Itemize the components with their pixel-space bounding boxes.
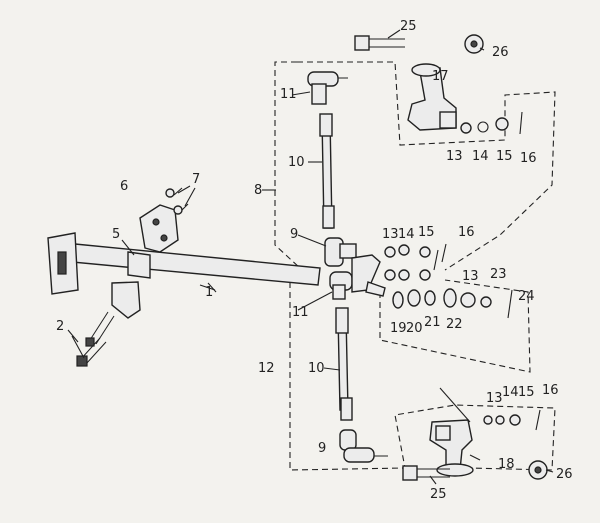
callout-11-mid: 11 bbox=[292, 305, 309, 320]
clamp-lower bbox=[111, 281, 141, 319]
callout-2: 2 bbox=[56, 319, 64, 334]
nut-lower-part-26 bbox=[528, 460, 548, 480]
callout-15-a: 15 bbox=[496, 149, 513, 164]
bolts-part-2 bbox=[76, 311, 115, 367]
pitman-arm bbox=[351, 254, 386, 297]
hardware-mid-19-22 bbox=[392, 288, 457, 309]
tie-rod-upper-part-10 bbox=[319, 113, 335, 229]
bracket-part-6 bbox=[139, 204, 179, 253]
hardware-right-13-23-24 bbox=[460, 289, 513, 319]
callout-24: 24 bbox=[518, 289, 535, 304]
knuckle-upper-part-17 bbox=[407, 63, 457, 131]
callout-10-upper: 10 bbox=[288, 155, 305, 170]
callout-11-upper: 11 bbox=[280, 87, 297, 102]
steering-shaft-part-1 bbox=[47, 232, 321, 295]
tie-rod-lower-part-10 bbox=[335, 307, 353, 421]
leader-lines bbox=[67, 29, 554, 485]
callout-1: 1 bbox=[205, 285, 213, 300]
knuckle-lower-part-18 bbox=[429, 419, 474, 477]
hardware-mid-row2 bbox=[384, 269, 431, 281]
callout-25-lower: 25 bbox=[430, 487, 447, 502]
callout-8: 8 bbox=[254, 183, 262, 198]
ball-joint-upper-part-11 bbox=[307, 71, 348, 105]
group-outline-upper bbox=[274, 61, 556, 271]
callout-20: 20 bbox=[406, 321, 423, 336]
callout-21: 21 bbox=[424, 315, 441, 330]
group-outline-lower bbox=[289, 279, 556, 471]
callout-26-upper: 26 bbox=[492, 45, 509, 60]
callout-9-upper: 9 bbox=[290, 227, 298, 242]
callout-13-d: 13 bbox=[486, 391, 503, 406]
bolt-lower-part-25 bbox=[402, 465, 450, 481]
callout-16-b: 16 bbox=[458, 225, 475, 240]
hardware-upper-13-16 bbox=[460, 111, 523, 135]
callout-23: 23 bbox=[490, 267, 507, 282]
callout-5: 5 bbox=[112, 227, 120, 242]
callout-16-a: 16 bbox=[520, 151, 537, 166]
callout-7: 7 bbox=[192, 172, 200, 187]
callout-14-a: 14 bbox=[472, 149, 489, 164]
callout-12: 12 bbox=[258, 361, 275, 376]
bolt-upper-part-25 bbox=[354, 35, 405, 51]
callout-10-lower: 10 bbox=[308, 361, 325, 376]
callout-15-d: 15 bbox=[518, 385, 535, 400]
hardware-mid-row1 bbox=[384, 243, 447, 271]
nut-upper-part-26 bbox=[464, 34, 484, 54]
callout-16-d: 16 bbox=[542, 383, 559, 398]
ball-joint-mid-part-9 bbox=[324, 237, 357, 267]
callout-17: 17 bbox=[432, 69, 449, 84]
ball-joint-mid-part-11 bbox=[329, 271, 353, 300]
callout-18: 18 bbox=[498, 457, 515, 472]
callout-labels: 1 2 5 6 7 8 9 9 10 10 11 11 12 13 14 15 … bbox=[56, 19, 573, 502]
callout-13-b: 13 bbox=[382, 227, 399, 242]
bolts-part-7 bbox=[165, 187, 189, 215]
callout-14-b: 14 bbox=[398, 227, 415, 242]
ball-joint-lower-part-9 bbox=[339, 429, 388, 463]
callout-15-b: 15 bbox=[418, 225, 435, 240]
callout-13-a: 13 bbox=[446, 149, 463, 164]
hardware-lower-13-16 bbox=[483, 409, 541, 431]
callout-13-c: 13 bbox=[462, 269, 479, 284]
callout-25-upper: 25 bbox=[400, 19, 417, 34]
callout-6: 6 bbox=[120, 179, 128, 194]
callout-14-d: 14 bbox=[502, 385, 519, 400]
callout-9-lower: 9 bbox=[318, 441, 326, 456]
callout-19: 19 bbox=[390, 321, 407, 336]
callout-22: 22 bbox=[446, 317, 463, 332]
callout-26-lower: 26 bbox=[556, 467, 573, 482]
